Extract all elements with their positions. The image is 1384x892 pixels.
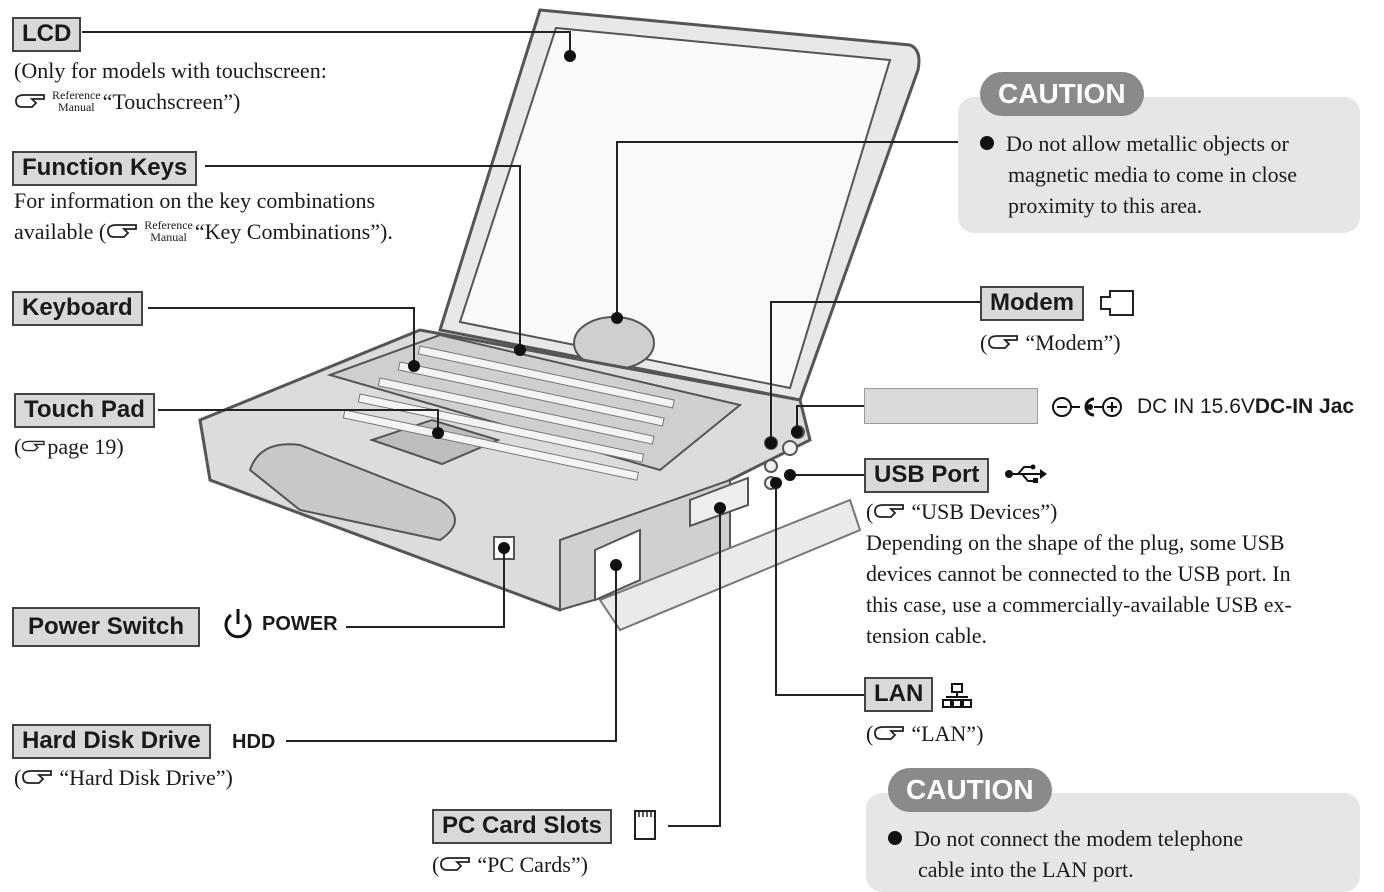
lan-desc: “LAN”) xyxy=(911,721,984,746)
lcd-desc-1: (Only for models with touchscreen: xyxy=(14,58,327,83)
pointing-hand-icon xyxy=(21,766,59,788)
leader-keyboard xyxy=(148,307,415,366)
usb-desc-row: (“USB Devices”) xyxy=(866,499,1058,524)
caution-tag-2: CAUTION xyxy=(888,768,1052,812)
pc-card-icon xyxy=(634,810,656,840)
pointing-hand-icon xyxy=(873,722,911,744)
touch-pad-desc-row: (page 19) xyxy=(14,434,124,459)
leader-hdd xyxy=(286,565,617,742)
caution-tag-1: CAUTION xyxy=(980,72,1144,116)
power-suffix: POWER xyxy=(262,613,338,635)
leader-modem xyxy=(770,301,980,443)
hdd-desc: “Hard Disk Drive”) xyxy=(59,765,233,790)
leader-power xyxy=(346,548,505,628)
hdd-label: Hard Disk Drive xyxy=(12,724,211,759)
leader-pc-card xyxy=(668,508,721,827)
hdd-desc-row: (“Hard Disk Drive”) xyxy=(14,765,233,790)
leader-function-keys xyxy=(205,165,521,350)
usb-port-label: USB Port xyxy=(864,458,990,493)
lan-desc-row: (“LAN”) xyxy=(866,721,984,746)
pc-card-desc: “PC Cards”) xyxy=(477,852,588,877)
pointing-hand-icon xyxy=(873,500,911,522)
modem-desc-row: (“Modem”) xyxy=(980,330,1121,355)
usb-desc: “USB Devices”) xyxy=(911,499,1058,524)
dc-polarity-icon xyxy=(1052,397,1122,417)
hdd-suffix: HDD xyxy=(232,731,276,753)
pointing-hand-icon xyxy=(106,220,144,242)
leader-caution-area xyxy=(616,141,958,318)
pointing-hand-icon xyxy=(14,90,52,112)
dc-in-label-box xyxy=(864,388,1038,424)
laptop-lid xyxy=(438,8,921,402)
pointing-hand-icon xyxy=(439,853,477,875)
lcd-label: LCD xyxy=(12,17,82,52)
dc-in-text-row: DC IN 15.6VDC-IN Jac xyxy=(1137,395,1355,418)
power-icon xyxy=(224,609,252,639)
pc-card-label: PC Card Slots xyxy=(432,809,613,844)
touch-pad-desc: page 19) xyxy=(47,434,124,459)
touch-pad-label: Touch Pad xyxy=(14,393,155,428)
pc-card-desc-row: (“PC Cards”) xyxy=(432,852,588,877)
bullet xyxy=(980,136,994,150)
modem-label: Modem xyxy=(980,286,1084,321)
keyboard-keys xyxy=(342,345,675,481)
caution-text-1: Do not allow metallic objects or magneti… xyxy=(980,128,1297,221)
modem-desc: “Modem”) xyxy=(1025,330,1121,355)
bullet xyxy=(888,831,902,845)
pointing-hand-icon xyxy=(21,435,47,457)
caution-text-2: Do not connect the modem telephone cable… xyxy=(888,823,1243,885)
leader-lan xyxy=(775,483,864,696)
pointing-hand-icon xyxy=(987,331,1025,353)
usb-body: Depending on the shape of the plug, some… xyxy=(866,530,1292,648)
lan-label: LAN xyxy=(864,677,934,712)
modem-jack-icon xyxy=(1100,290,1134,316)
usb-icon xyxy=(1005,464,1047,483)
power-switch-label: Power Switch xyxy=(12,607,201,647)
leader-touch-pad xyxy=(158,409,439,433)
leader-dc-in xyxy=(796,405,864,432)
caution-box-1 xyxy=(958,97,1360,233)
lan-icon xyxy=(942,683,972,708)
function-keys-desc-1: For information on the key combinations xyxy=(14,188,376,213)
keyboard-label: Keyboard xyxy=(12,291,143,326)
leader-lcd xyxy=(82,31,571,56)
function-keys-label: Function Keys xyxy=(12,151,198,186)
lcd-desc-2: “Touchscreen”) xyxy=(102,89,241,114)
